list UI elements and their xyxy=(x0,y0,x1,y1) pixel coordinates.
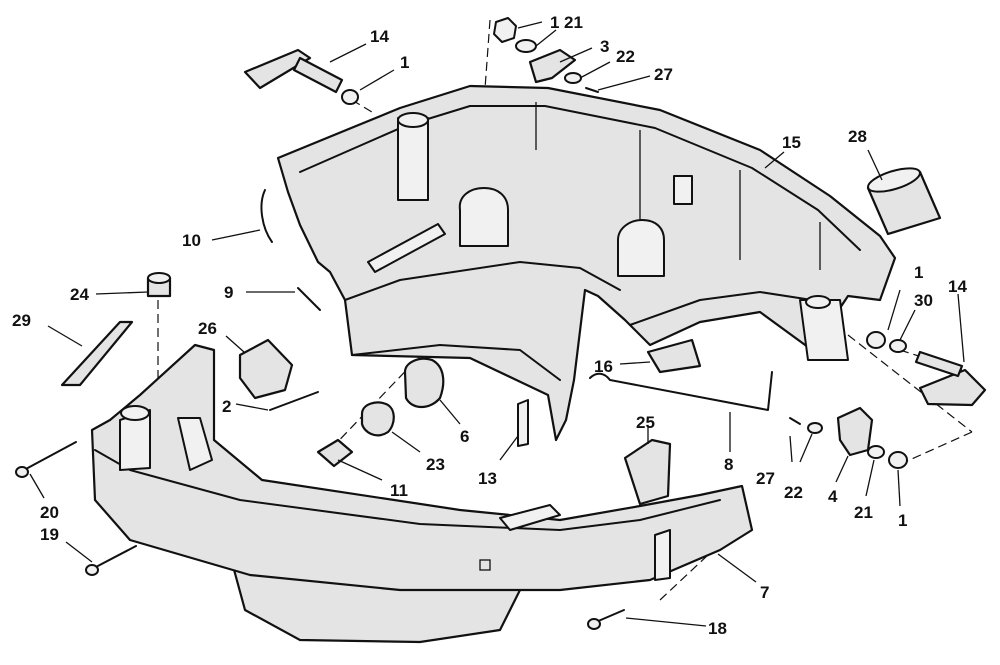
callout-25: 25 xyxy=(636,413,655,432)
callout-20: 20 xyxy=(40,503,59,522)
callout-8: 8 xyxy=(724,455,733,474)
callout-3: 3 xyxy=(600,37,609,56)
callout-18: 18 xyxy=(708,619,727,638)
callout-22: 22 xyxy=(784,483,803,502)
callout-19: 19 xyxy=(40,525,59,544)
leader-lines xyxy=(29,21,965,627)
callout-14: 14 xyxy=(370,27,389,46)
callout-labels: 1 21 3 22 27 14 1 15 28 10 9 24 29 26 1 … xyxy=(12,13,967,638)
callout-24: 24 xyxy=(70,285,89,304)
callout-10: 10 xyxy=(182,231,201,250)
callout-4: 4 xyxy=(828,487,838,506)
callout-15: 15 xyxy=(782,133,801,152)
screws xyxy=(15,441,625,630)
small-parts xyxy=(60,189,773,506)
callout-6: 6 xyxy=(460,427,469,446)
callout-1: 1 xyxy=(914,263,923,282)
callout-21: 21 xyxy=(564,13,583,32)
handle-part-14-right xyxy=(914,350,987,407)
callout-23: 23 xyxy=(426,455,445,474)
callout-9: 9 xyxy=(224,283,233,302)
callout-29: 29 xyxy=(12,311,31,330)
callout-1: 1 xyxy=(400,53,409,72)
upper-cowl-part-15 xyxy=(276,84,897,442)
callout-27: 27 xyxy=(756,469,775,488)
hardware-top xyxy=(341,17,599,105)
callout-28: 28 xyxy=(848,127,867,146)
sleeve-part-28 xyxy=(866,167,942,236)
callout-22: 22 xyxy=(616,47,635,66)
callout-14: 14 xyxy=(948,277,967,296)
callout-30: 30 xyxy=(914,291,933,310)
callout-1: 1 xyxy=(550,13,559,32)
hardware-right xyxy=(789,331,908,469)
handle-part-14-upper xyxy=(243,48,344,94)
callout-1: 1 xyxy=(898,511,907,530)
callout-7: 7 xyxy=(760,583,769,602)
callout-13: 13 xyxy=(478,469,497,488)
lower-cowl-part-7 xyxy=(90,343,754,644)
callout-21: 21 xyxy=(854,503,873,522)
callout-27: 27 xyxy=(654,65,673,84)
callout-11: 11 xyxy=(390,481,408,500)
callout-2: 2 xyxy=(222,397,231,416)
callout-26: 26 xyxy=(198,319,217,338)
callout-16: 16 xyxy=(594,357,613,376)
